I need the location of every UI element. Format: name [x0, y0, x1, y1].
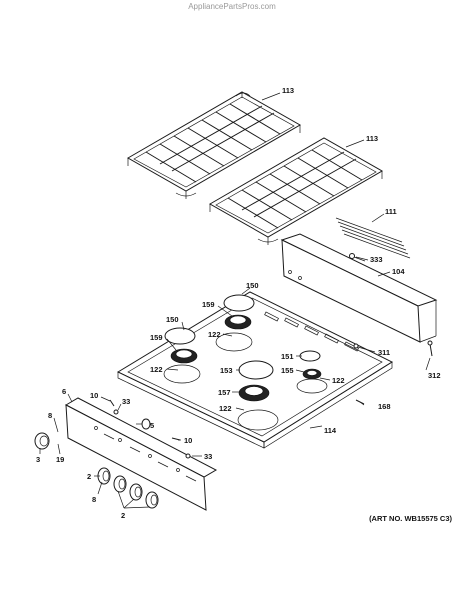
knob-4[interactable] — [145, 491, 159, 509]
callout-5: 5 — [150, 421, 154, 430]
callout-122: 122 — [219, 404, 232, 413]
burner-cap-150-left[interactable] — [164, 327, 196, 345]
grate-right[interactable] — [208, 137, 384, 245]
knob-left[interactable] — [34, 432, 50, 450]
control-panel[interactable] — [64, 397, 218, 511]
callout-311: 311 — [378, 348, 390, 357]
callout-151: 151 — [281, 352, 294, 361]
callout-122: 122 — [150, 365, 163, 374]
callout-10: 10 — [184, 436, 192, 445]
callout-8: 8 — [48, 411, 52, 420]
knob-2[interactable] — [113, 475, 127, 493]
callout-122: 122 — [208, 330, 221, 339]
clip-311[interactable] — [353, 343, 359, 349]
callout-2: 2 — [121, 511, 125, 520]
callout-2: 2 — [87, 472, 91, 481]
part-5[interactable] — [141, 418, 151, 430]
part-111-bars[interactable] — [335, 217, 411, 259]
watermark: AppliancePartsPros.com — [188, 2, 276, 11]
callout-333: 333 — [370, 255, 383, 264]
burner-head-155[interactable] — [302, 368, 322, 380]
callout-150: 150 — [246, 281, 259, 290]
callout-159: 159 — [150, 333, 163, 342]
screw-312[interactable] — [427, 340, 433, 357]
burner-bases-122[interactable] — [163, 332, 328, 431]
callout-114: 114 — [324, 426, 337, 435]
callout-159: 159 — [202, 300, 215, 309]
callout-6: 6 — [62, 387, 66, 396]
leader-lines — [39, 92, 431, 509]
callout-8: 8 — [92, 495, 96, 504]
burner-cap-151[interactable] — [299, 350, 321, 362]
burner-head-159-top[interactable] — [224, 314, 252, 330]
callout-33: 33 — [204, 452, 212, 461]
art-number: (ART NO. WB15575 C3) — [369, 514, 452, 523]
part-33-top[interactable] — [113, 409, 119, 415]
callout-19: 19 — [56, 455, 64, 464]
grate-left[interactable] — [126, 91, 302, 199]
knob-3[interactable] — [129, 483, 143, 501]
callout-312: 312 — [428, 371, 441, 380]
part-10-top[interactable] — [109, 399, 115, 407]
callout-10: 10 — [90, 391, 98, 400]
callout-150: 150 — [166, 315, 179, 324]
burner-head-159-left[interactable] — [170, 348, 198, 364]
callout-111: 111 — [385, 207, 397, 216]
callout-104: 104 — [392, 267, 405, 276]
screw-333[interactable] — [349, 253, 366, 262]
backsplash-104[interactable] — [280, 233, 438, 343]
callout-3: 3 — [36, 455, 40, 464]
burner-cap-150-top[interactable] — [223, 294, 255, 312]
callout-labels: 113 113 111 333 104 150 159 150 122 159 … — [36, 86, 441, 520]
callout-157: 157 — [218, 388, 231, 397]
callout-122: 122 — [332, 376, 345, 385]
callout-113: 113 — [366, 134, 378, 143]
callout-168: 168 — [378, 402, 391, 411]
callout-153: 153 — [220, 366, 233, 375]
burner-cap-153[interactable] — [238, 360, 274, 380]
callout-33: 33 — [122, 397, 130, 406]
knob-1[interactable] — [97, 467, 111, 485]
callout-113: 113 — [282, 86, 294, 95]
callout-155: 155 — [281, 366, 294, 375]
burner-head-157[interactable] — [238, 384, 270, 402]
part-33-bottom[interactable] — [185, 453, 191, 459]
